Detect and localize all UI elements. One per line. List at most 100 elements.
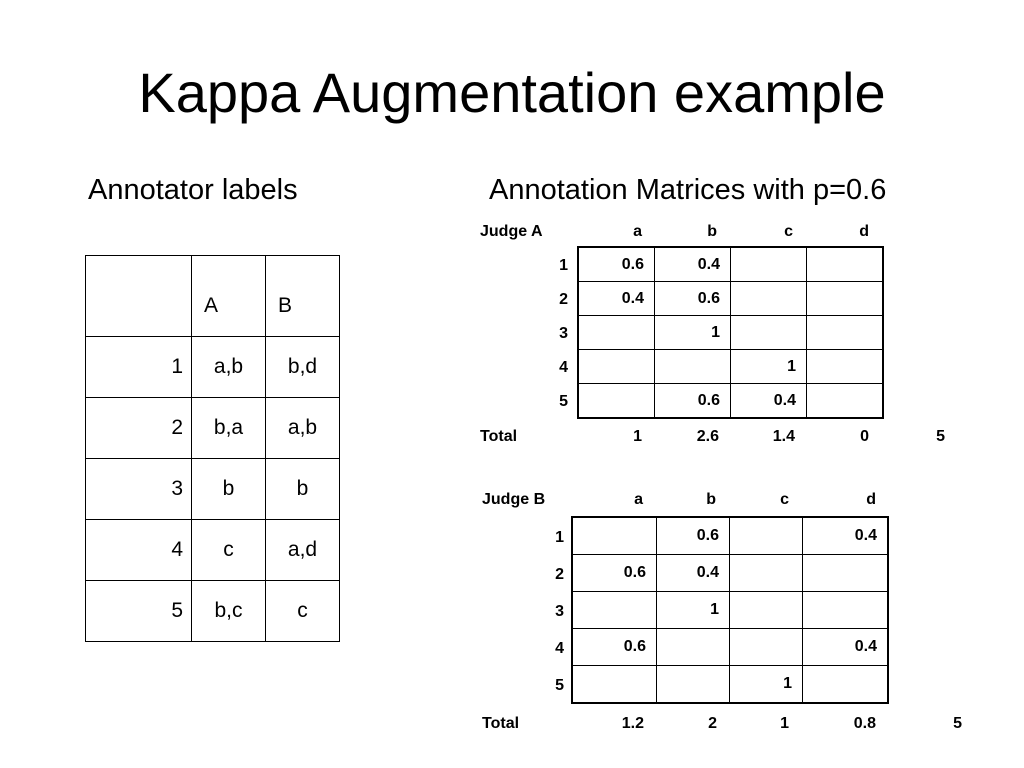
- judge-a-cell: [806, 247, 883, 282]
- labels-cell-a: b: [191, 458, 266, 520]
- labels-cell-a: a,b: [191, 336, 266, 398]
- table-row: 2 b,a a,b: [85, 397, 340, 459]
- labels-cell-b: b,d: [265, 336, 340, 398]
- judge-a-col-b: b: [707, 223, 717, 240]
- table-row: 0.6 0.4: [578, 247, 883, 282]
- labels-cell-b: a,d: [265, 519, 340, 581]
- labels-header-row: A B: [85, 255, 340, 337]
- judge-a-row-number: 5: [559, 393, 568, 410]
- labels-item-number: 2: [85, 397, 192, 459]
- labels-header-a: A: [191, 255, 266, 337]
- judge-b-cell: [729, 591, 803, 629]
- judge-b-cell: [572, 665, 657, 703]
- judge-b-cell: 0.6: [572, 554, 657, 592]
- judge-b-cell: [802, 665, 888, 703]
- judge-a-cell: 0.6: [654, 281, 731, 316]
- judge-a-row-number: 2: [559, 291, 568, 308]
- judge-b-col-c: c: [780, 491, 789, 508]
- judge-a-cell: [730, 281, 807, 316]
- judge-a-cell: [806, 383, 883, 418]
- labels-item-number: 4: [85, 519, 192, 581]
- judge-a-label: Judge A: [480, 223, 543, 240]
- judge-a-cell: [806, 349, 883, 384]
- judge-b-total-value: 1: [780, 715, 789, 732]
- judge-b-cell: [802, 591, 888, 629]
- judge-b-label: Judge B: [482, 491, 546, 508]
- judge-a-total-value: 1: [633, 428, 642, 445]
- judge-b-grand-total: 5: [953, 715, 962, 732]
- judge-a-col-a: a: [633, 223, 642, 240]
- judge-a-cell: [806, 315, 883, 350]
- judge-a-cell: [654, 349, 731, 384]
- judge-a-total-value: 1.4: [772, 428, 795, 445]
- labels-cell-a: b,c: [191, 580, 266, 642]
- table-row: 1: [578, 315, 883, 350]
- labels-item-number: 5: [85, 580, 192, 642]
- labels-item-number: 3: [85, 458, 192, 520]
- annotator-labels-table: A B 1 a,b b,d 2 b,a a,b 3 b b 4 c a,d 5 …: [85, 255, 340, 642]
- labels-item-number: 1: [85, 336, 192, 398]
- table-row: 1: [578, 349, 883, 384]
- table-row: 0.6 0.4: [578, 383, 883, 418]
- judge-b-cell: [572, 591, 657, 629]
- judge-a-total-value: 0: [860, 428, 869, 445]
- judge-b-cell: [572, 517, 657, 555]
- judge-a-cell: [730, 315, 807, 350]
- judge-b-cell: 1: [729, 665, 803, 703]
- labels-cell-a: c: [191, 519, 266, 581]
- judge-a-cell: [578, 315, 655, 350]
- table-row: 0.4 0.6: [578, 281, 883, 316]
- judge-b-cell: [729, 628, 803, 666]
- judge-b-col-b: b: [706, 491, 716, 508]
- judge-a-cell: 0.6: [578, 247, 655, 282]
- table-row: 0.6 0.4: [572, 517, 888, 555]
- judge-b-row-number: 4: [555, 640, 564, 657]
- judge-a-row-number: 1: [559, 257, 568, 274]
- table-row: 1 a,b b,d: [85, 336, 340, 398]
- judge-a-col-d: d: [859, 223, 869, 240]
- judge-b-row-number: 1: [555, 529, 564, 546]
- judge-a-grand-total: 5: [936, 428, 945, 445]
- judge-a-cell: 0.4: [578, 281, 655, 316]
- judge-a-row-number: 3: [559, 325, 568, 342]
- judge-b-grid: 0.6 0.4 0.6 0.4 1 0.6 0.4 1: [571, 516, 889, 704]
- judge-b-cell: [802, 554, 888, 592]
- judge-b-row-number: 3: [555, 603, 564, 620]
- judge-a-cell: 1: [730, 349, 807, 384]
- judge-b-cell: 0.4: [656, 554, 730, 592]
- table-row: 1: [572, 591, 888, 629]
- judge-a-row-number: 4: [559, 359, 568, 376]
- judge-b-cell: 0.6: [572, 628, 657, 666]
- judge-b-row-number: 5: [555, 677, 564, 694]
- labels-cell-b: c: [265, 580, 340, 642]
- judge-a-cell: 1: [654, 315, 731, 350]
- labels-cell-b: b: [265, 458, 340, 520]
- annotator-labels-heading: Annotator labels: [88, 174, 298, 206]
- table-row: 0.6 0.4: [572, 628, 888, 666]
- judge-b-cell: 0.6: [656, 517, 730, 555]
- judge-b-total-value: 2: [708, 715, 717, 732]
- judge-a-cell: 0.6: [654, 383, 731, 418]
- table-row: 3 b b: [85, 458, 340, 520]
- judge-b-cell: [656, 628, 730, 666]
- labels-cell-a: b,a: [191, 397, 266, 459]
- judge-a-cell: [578, 349, 655, 384]
- judge-b-cell: [656, 665, 730, 703]
- judge-b-total-value: 0.8: [853, 715, 876, 732]
- table-row: 5 b,c c: [85, 580, 340, 642]
- judge-b-total-label: Total: [482, 715, 520, 732]
- judge-a-col-c: c: [784, 223, 793, 240]
- table-row: 1: [572, 665, 888, 703]
- slide-title: Kappa Augmentation example: [138, 61, 886, 124]
- judge-a-cell: 0.4: [654, 247, 731, 282]
- judge-a-cell: [730, 247, 807, 282]
- labels-header-b: B: [265, 255, 340, 337]
- judge-a-cell: [578, 383, 655, 418]
- judge-a-cell: [806, 281, 883, 316]
- table-row: 0.6 0.4: [572, 554, 888, 592]
- judge-b-col-d: d: [866, 491, 876, 508]
- judge-b-cell: 0.4: [802, 628, 888, 666]
- judge-a-cell: 0.4: [730, 383, 807, 418]
- judge-b-cell: 0.4: [802, 517, 888, 555]
- judge-b-row-number: 2: [555, 566, 564, 583]
